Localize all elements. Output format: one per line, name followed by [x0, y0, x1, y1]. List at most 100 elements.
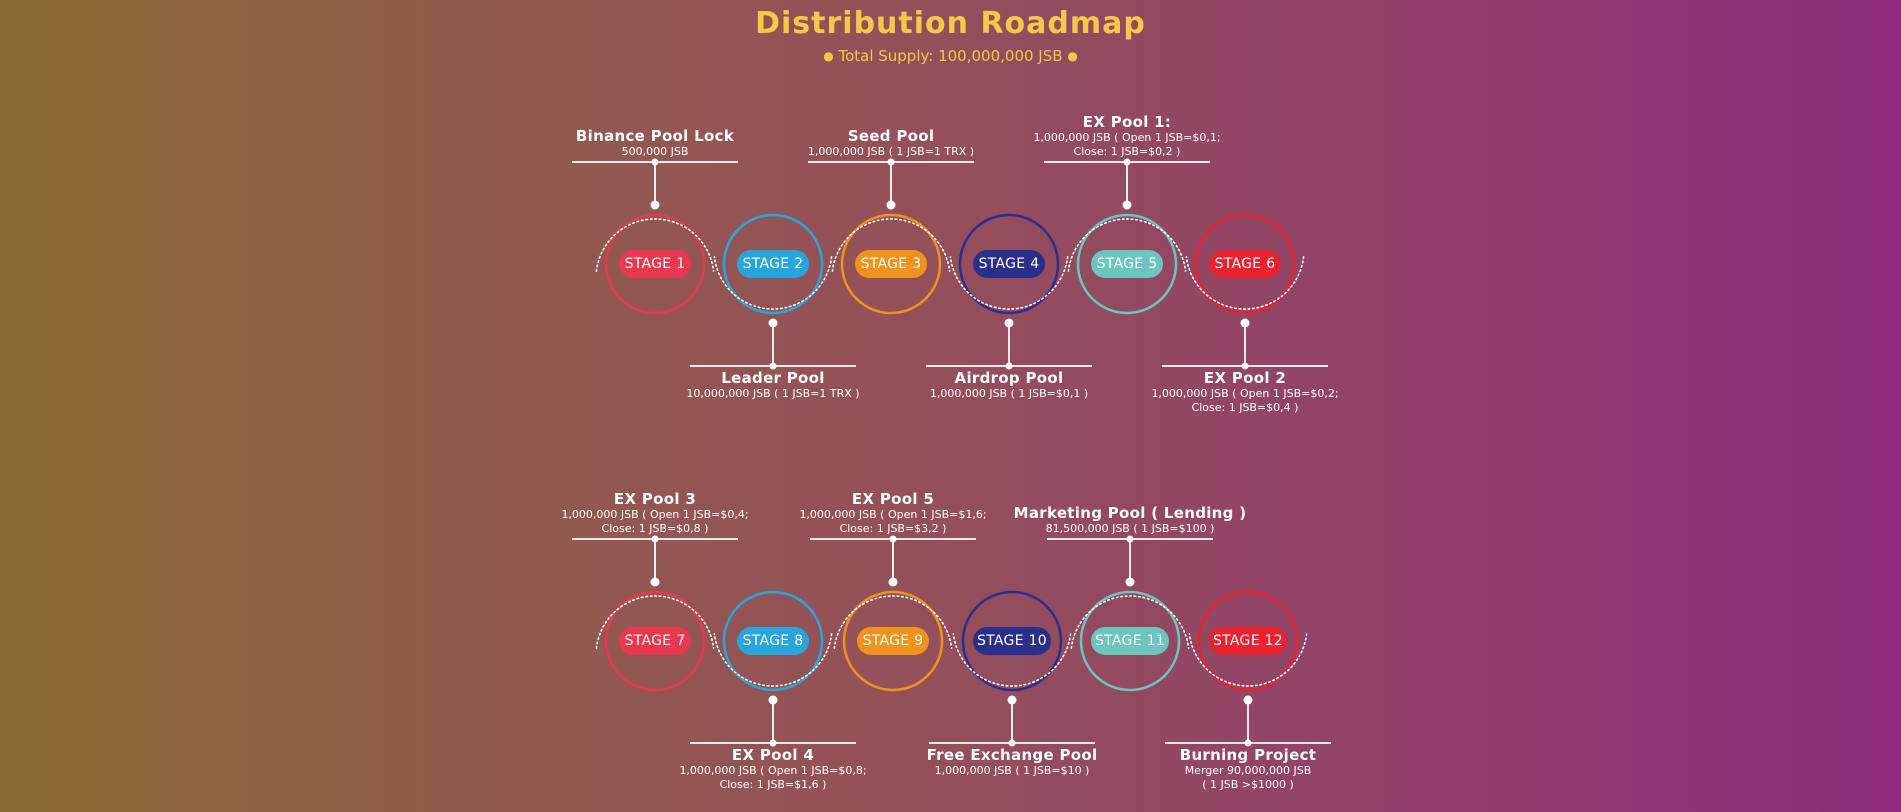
stage-10-dotted-arc: [952, 633, 1072, 687]
stage-4-dotted-arc: [949, 256, 1069, 310]
stage-10-node-dot: [1007, 695, 1017, 705]
stage-12-ring: [1197, 590, 1299, 692]
pool-title: Leader Pool: [721, 369, 825, 387]
stage-9-node-dot: [888, 577, 898, 587]
pool-detail: 1,000,000 JSB ( Open 1 JSB=$1,6; Close: …: [799, 508, 987, 535]
stage-11-ring: [1079, 590, 1181, 692]
stage-2-pill: STAGE 2: [737, 250, 809, 278]
stage-11-pill: STAGE 11: [1091, 627, 1169, 655]
stage-6-pill: STAGE 6: [1209, 250, 1281, 278]
stage-2-bar-dot: [769, 362, 777, 370]
stage-2-dotted-arc: [713, 256, 833, 310]
pool-detail: 81,500,000 JSB ( 1 JSB=$100 ): [1045, 522, 1215, 535]
stage-11-node-dot: [1125, 577, 1135, 587]
pool-title: Marketing Pool ( Lending ): [1013, 504, 1247, 522]
stage-3-pill: STAGE 3: [855, 250, 927, 278]
pool-detail: 1,000,000 JSB ( Open 1 JSB=$0,2; Close: …: [1151, 387, 1339, 414]
stage-4-bar-dot: [1005, 362, 1013, 370]
pool-detail: 1,000,000 JSB ( 1 JSB=$0,1 ): [929, 387, 1089, 400]
stage-7-node-dot: [650, 577, 660, 587]
stage-1-pill: STAGE 1: [619, 250, 691, 278]
stage-8-bar-dot: [769, 739, 777, 747]
pool-detail: Merger 90,000,000 JSB ( 1 JSB >$1000 ): [1184, 764, 1312, 791]
stage-11-bar-dot: [1126, 535, 1134, 543]
bullet-right-icon: ●: [1067, 49, 1078, 63]
stage-5-dotted-arc: [1067, 218, 1187, 272]
stage-9-dotted-arc: [833, 595, 953, 649]
pool-detail: 1,000,000 JSB ( Open 1 JSB=$0,4; Close: …: [561, 508, 749, 535]
pool-title: Free Exchange Pool: [926, 746, 1098, 764]
pool-title: EX Pool 3: [613, 490, 697, 508]
stage-6-ring: [1194, 213, 1296, 315]
stage-6-bar-dot: [1241, 362, 1249, 370]
pool-title: EX Pool 4: [731, 746, 815, 764]
pool-title: Burning Project: [1179, 746, 1317, 764]
stage-10-pill: STAGE 10: [973, 627, 1051, 655]
stage-6-dotted-arc: [1185, 256, 1305, 310]
stage-1-node-dot: [650, 200, 660, 210]
pool-detail: 1,000,000 JSB ( Open 1 JSB=$0,8; Close: …: [679, 764, 867, 791]
stage-2-node-dot: [768, 318, 778, 328]
stage-4-node-dot: [1004, 318, 1014, 328]
stage-10-ring: [961, 590, 1063, 692]
pool-detail: 10,000,000 JSB ( 1 JSB=1 TRX ): [686, 387, 860, 400]
stage-3-dotted-arc: [831, 218, 951, 272]
stage-8-ring: [722, 590, 824, 692]
total-supply-text: Total Supply: 100,000,000 JSB: [838, 47, 1063, 65]
stage-7-ring: [604, 590, 706, 692]
stage-10-bar-dot: [1008, 739, 1016, 747]
stage-8-pill: STAGE 8: [737, 627, 809, 655]
stage-6-node-dot: [1240, 318, 1250, 328]
stage-5-ring: [1076, 213, 1178, 315]
stage-1-dotted-arc: [595, 218, 715, 272]
pool-title: EX Pool 1:: [1082, 113, 1172, 131]
stage-8-dotted-arc: [713, 633, 833, 687]
pool-detail: 500,000 JSB: [621, 145, 689, 158]
pool-title: Airdrop Pool: [954, 369, 1064, 387]
stage-7-pill: STAGE 7: [619, 627, 691, 655]
stage-9-pill: STAGE 9: [857, 627, 929, 655]
pool-title: Binance Pool Lock: [575, 127, 735, 145]
stage-5-bar-dot: [1123, 158, 1131, 166]
pool-title: Seed Pool: [847, 127, 935, 145]
pool-label-11: Marketing Pool ( Lending )81,500,000 JSB…: [1000, 505, 1260, 536]
pool-detail: 1,000,000 JSB ( 1 JSB=$10 ): [934, 764, 1090, 777]
pool-detail: 1,000,000 JSB ( 1 JSB=1 TRX ): [807, 145, 975, 158]
page-title: Distribution Roadmap: [755, 6, 1146, 41]
stage-12-dotted-arc: [1188, 633, 1308, 687]
stage-1-ring: [604, 213, 706, 315]
pool-title: EX Pool 2: [1203, 369, 1287, 387]
stage-11-dotted-arc: [1070, 595, 1190, 649]
pool-label-5: EX Pool 1:1,000,000 JSB ( Open 1 JSB=$0,…: [997, 114, 1257, 159]
stage-9-bar-dot: [889, 535, 897, 543]
pool-detail: 1,000,000 JSB ( Open 1 JSB=$0,1; Close: …: [1033, 131, 1221, 158]
stage-5-node-dot: [1122, 200, 1132, 210]
stage-9-ring: [842, 590, 944, 692]
stage-3-ring: [840, 213, 942, 315]
stage-12-node-dot: [1243, 695, 1253, 705]
stage-4-pill: STAGE 4: [973, 250, 1045, 278]
stage-12-bar-dot: [1244, 739, 1252, 747]
stage-1-bar-dot: [651, 158, 659, 166]
stage-4-ring: [958, 213, 1060, 315]
stage-3-bar-dot: [887, 158, 895, 166]
stage-5-pill: STAGE 5: [1091, 250, 1163, 278]
stage-3-node-dot: [886, 200, 896, 210]
stage-8-node-dot: [768, 695, 778, 705]
stage-7-dotted-arc: [595, 595, 715, 649]
stage-12-pill: STAGE 12: [1209, 627, 1287, 655]
pool-title: EX Pool 5: [851, 490, 935, 508]
stage-2-ring: [722, 213, 824, 315]
stage-7-bar-dot: [651, 535, 659, 543]
